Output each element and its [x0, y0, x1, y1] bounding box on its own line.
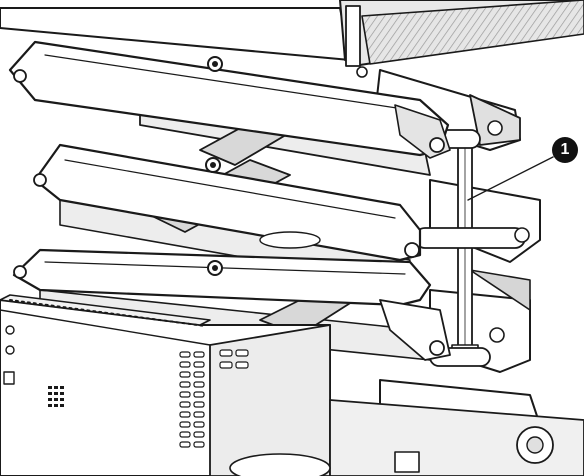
- callout-leader-line: [467, 156, 554, 201]
- platform-underside: [0, 0, 584, 78]
- vent-grille: [179, 349, 249, 448]
- chassis-housing: [0, 294, 331, 476]
- scissor-level-1: [8, 40, 503, 176]
- chassis-connector-pins: [3, 325, 64, 407]
- base-frame: [229, 399, 584, 476]
- callout-number-badge: 1: [552, 137, 578, 163]
- callout-number: 1: [560, 141, 570, 158]
